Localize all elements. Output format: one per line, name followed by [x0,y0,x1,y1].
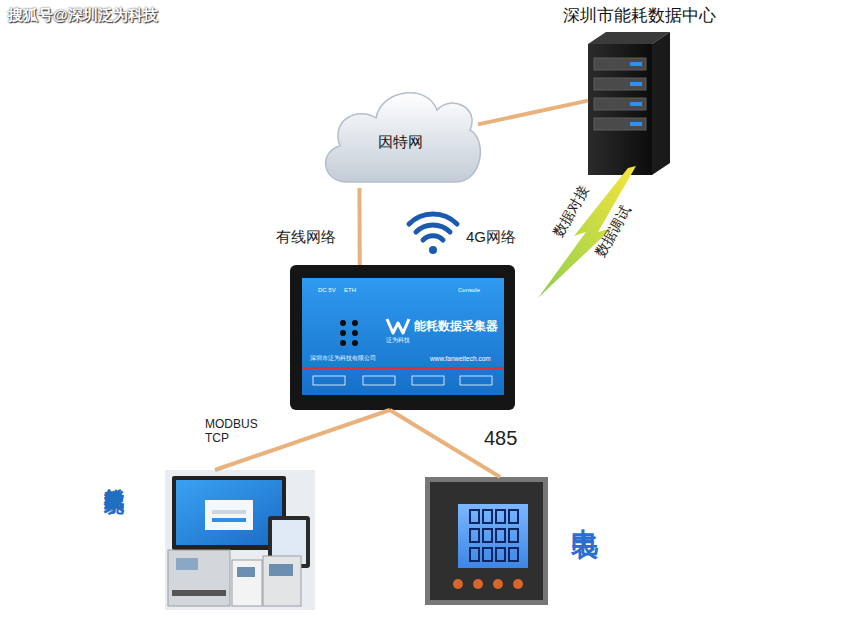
node-text: 泛为科技 [386,337,410,344]
power-meter: 电表 [425,477,548,605]
cloud-shape [326,93,481,182]
watermark: 搜狐号@深圳泛为科技 [8,6,158,23]
server-node: 深圳市能耗数据中心 [588,32,670,175]
link-label: 有线网络 [276,228,336,245]
node-text: 深圳市能耗数据中心 [563,7,716,26]
integration-system: 能耗集成系统 [165,470,315,610]
link-line [390,410,500,477]
link-line [357,188,361,265]
cloud-node: 因特网 [322,82,478,188]
node-text: DC 5V [318,287,336,294]
node-text: 能耗集成系统 [103,472,125,478]
wireless-symbol [409,214,457,254]
node-text: 电表 [569,507,599,515]
integration-illustration [165,470,315,610]
node-text: 因特网 [378,134,423,151]
server-illustration [588,32,670,175]
link-label: 485 [484,427,517,450]
collector-illustration [290,265,515,410]
lightning-symbol [538,166,636,298]
node-text: 能耗数据采集器 [414,320,498,333]
node-text: Console [458,287,480,294]
meter-illustration [425,477,548,605]
network-label: 4G网络 [466,228,516,245]
node-text: ETH [344,287,356,294]
link-line [478,101,588,125]
node-text: 深圳市泛为科技有限公司 [310,355,376,362]
link-label: MODBUS TCP [205,418,265,446]
collector-device: DC 5V ETH Console 能耗数据采集器泛为科技深圳市泛为科技有限公司 www… [290,265,515,410]
node-text: www.fanweitech.com [430,355,491,362]
